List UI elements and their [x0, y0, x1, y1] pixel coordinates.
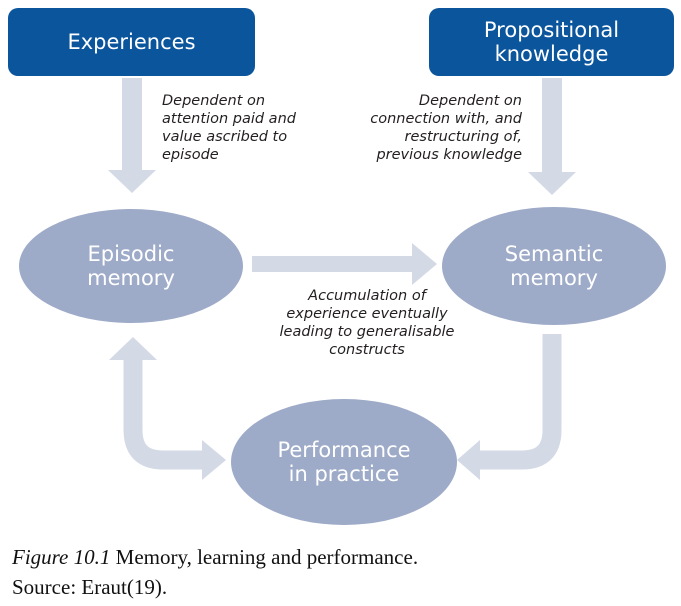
arrow-episodic-to-semantic: [252, 243, 437, 285]
performance-in-practice-label-wrap: Performance in practice: [232, 400, 456, 524]
figure-title: Memory, learning and performance.: [115, 545, 419, 569]
semantic-memory-label-wrap: Semantic memory: [443, 208, 665, 324]
episodic-memory-label-wrap: Episodic memory: [20, 210, 242, 322]
arrow-episodic-performance-bidirectional: [109, 337, 226, 480]
arrow-semantic-to-performance: [457, 334, 562, 480]
diagram-canvas: [19, 78, 666, 525]
figure-number: Figure 10.1: [12, 545, 111, 569]
semantic-memory-label: Semantic memory: [504, 242, 604, 290]
figure-caption: Figure 10.1 Memory, learning and perform…: [12, 542, 418, 602]
ellipse-episodic-memory: [19, 209, 243, 323]
box-propositional-knowledge: Propositional knowledge: [429, 8, 674, 76]
figure-source-line: Source: Eraut(19).: [12, 575, 168, 599]
figure-caption-line: Figure 10.1 Memory, learning and perform…: [12, 542, 418, 572]
ellipse-performance-in-practice: [231, 399, 457, 525]
note-connection-restructuring: Dependent on connection with, and restru…: [370, 93, 522, 163]
performance-in-practice-label: Performance in practice: [277, 438, 411, 486]
arrow-experiences-to-episodic: [108, 78, 156, 193]
episodic-memory-label: Episodic memory: [87, 242, 175, 290]
note-accumulation-of-experience: Accumulation of experience eventually le…: [279, 288, 455, 358]
box-experiences: Experiences: [8, 8, 255, 76]
note-attention-value: Dependent on attention paid and value as…: [162, 93, 296, 163]
ellipse-semantic-memory: [442, 207, 666, 325]
box-experiences-label: Experiences: [67, 30, 196, 54]
arrow-propositional-to-semantic: [528, 78, 576, 195]
box-propositional-knowledge-label: Propositional knowledge: [483, 18, 620, 66]
